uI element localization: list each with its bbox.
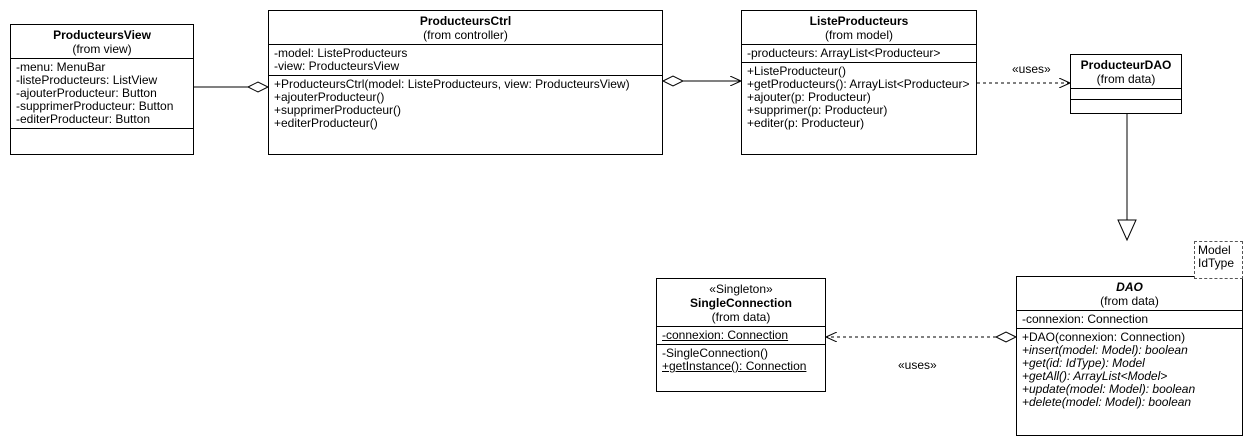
attribute: -supprimerProducteur: Button: [16, 99, 174, 113]
operation: +editerProducteur(): [274, 116, 378, 130]
operation: +get(id: IdType): Model: [1022, 356, 1145, 370]
attribute: -connexion: Connection: [1022, 312, 1149, 326]
operation: +insert(model: Model): boolean: [1022, 343, 1188, 357]
generalization-triangle: [1117, 219, 1137, 242]
class-producteur-dao[interactable]: ProducteurDAO (from data): [1070, 54, 1182, 114]
template-parameters: Model IdType: [1194, 241, 1243, 279]
operations-compartment: +ListeProducteur() +getProducteurs(): Ar…: [742, 62, 976, 132]
operation: +ajouterProducteur(): [274, 90, 385, 104]
operation: +supprimerProducteur(): [274, 103, 402, 117]
class-single-connection[interactable]: «Singleton» SingleConnection (from data)…: [656, 278, 826, 392]
class-name: ProducteursView: [53, 28, 151, 42]
class-producteurs-ctrl[interactable]: ProducteursCtrl (from controller) -model…: [268, 10, 663, 155]
class-package: (from data): [1096, 72, 1156, 86]
attributes-compartment: -connexion: Connection: [657, 326, 825, 344]
operation: +getInstance(): Connection: [662, 359, 807, 373]
attribute: -producteurs: ArrayList<Producteur>: [747, 46, 941, 60]
class-name: ListeProducteurs: [809, 14, 909, 28]
operation: +ListeProducteur(): [747, 64, 847, 78]
operation: +update(model: Model): boolean: [1022, 382, 1196, 396]
class-dao[interactable]: DAO (from data) -connexion: Connection +…: [1016, 276, 1243, 436]
class-name: SingleConnection: [690, 296, 792, 310]
uses-label: «uses»: [1012, 62, 1051, 76]
attributes-compartment: -menu: MenuBar -listeProducteurs: ListVi…: [11, 58, 193, 128]
operation: +editer(p: Producteur): [747, 116, 865, 130]
operation: -SingleConnection(): [662, 346, 769, 360]
operations-compartment: +DAO(connexion: Connection) +insert(mode…: [1017, 328, 1242, 411]
attribute: -ajouterProducteur: Button: [16, 86, 157, 100]
operation: +getAll(): ArrayList<Model>: [1022, 369, 1168, 383]
class-stereotype: «Singleton»: [709, 282, 773, 296]
operations-compartment: +ProducteursCtrl(model: ListeProducteurs…: [269, 75, 662, 132]
attributes-compartment: -model: ListeProducteurs -view: Producte…: [269, 44, 662, 75]
attributes-compartment: -producteurs: ArrayList<Producteur>: [742, 44, 976, 62]
operation: +ajouter(p: Producteur): [747, 90, 871, 104]
uses-label: «uses»: [898, 358, 937, 372]
class-name: ProducteurDAO: [1080, 58, 1172, 72]
class-package: (from model): [824, 28, 893, 42]
operations-compartment: [1071, 99, 1181, 110]
attribute: -model: ListeProducteurs: [274, 46, 408, 60]
class-package: (from view): [72, 42, 132, 56]
ctrl-model-diamond: [661, 75, 685, 87]
attribute: -connexion: Connection: [662, 328, 789, 342]
attributes-compartment: -connexion: Connection: [1017, 310, 1242, 328]
class-name: ProducteursCtrl: [419, 14, 512, 28]
operation: +supprimer(p: Producteur): [747, 103, 888, 117]
class-name: DAO: [1116, 280, 1143, 294]
operation: +DAO(connexion: Connection): [1022, 330, 1186, 344]
template-param: Model: [1198, 243, 1231, 257]
operation: +ProducteursCtrl(model: ListeProducteurs…: [274, 77, 630, 91]
operation: +delete(model: Model): boolean: [1022, 395, 1192, 409]
attribute: -view: ProducteursView: [274, 59, 400, 73]
operations-compartment: -SingleConnection() +getInstance(): Conn…: [657, 344, 825, 375]
class-package: (from controller): [423, 28, 508, 42]
ctrl-view-diamond: [246, 81, 270, 93]
template-param: IdType: [1198, 256, 1235, 270]
operations-compartment: [11, 128, 193, 139]
class-liste-producteurs[interactable]: ListeProducteurs (from model) -producteu…: [741, 10, 977, 155]
dao-connection-diamond: [994, 331, 1018, 343]
operation: +getProducteurs(): ArrayList<Producteur>: [747, 77, 970, 91]
attribute: -editerProducteur: Button: [16, 112, 151, 126]
class-producteurs-view[interactable]: ProducteursView (from view) -menu: MenuB…: [10, 24, 194, 155]
attribute: -menu: MenuBar: [16, 60, 106, 74]
attributes-compartment: [1071, 88, 1181, 99]
attribute: -listeProducteurs: ListView: [16, 73, 158, 87]
class-package: (from data): [1100, 294, 1159, 308]
class-package: (from data): [711, 310, 771, 324]
